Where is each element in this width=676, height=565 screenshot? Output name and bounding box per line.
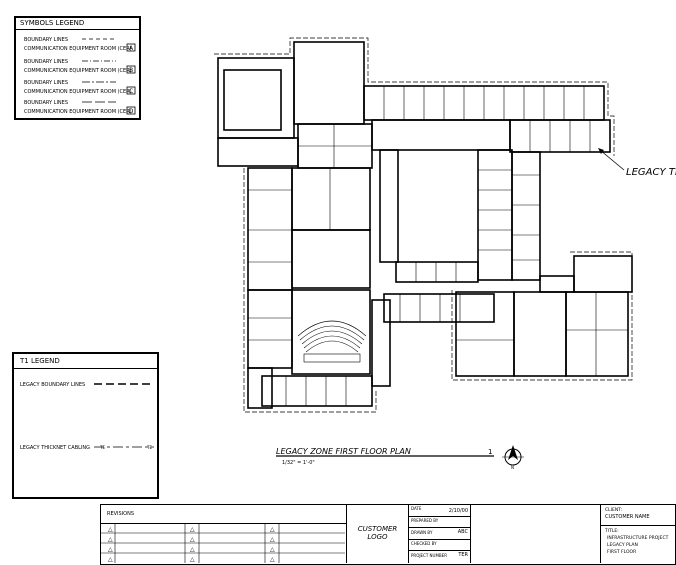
building-walls [217, 41, 633, 409]
cer-key-box [126, 43, 136, 52]
client-title-panel: CLIENT: CUSTOMER NAME TITLE: INFRASTRUCT… [601, 505, 676, 563]
title-line: INFRASTRUCTURE PROJECT [607, 536, 669, 541]
plan-title-block: LEGACY ZONE FIRST FLOOR PLAN 1 1/32" = 1… [276, 447, 494, 466]
cer-label: COMMUNICATION EQUIPMENT ROOM (CER) [24, 109, 132, 115]
customer-logo: CUSTOMER LOGO [347, 505, 409, 563]
svg-text:△: △ [190, 536, 195, 543]
svg-text:△: △ [190, 526, 195, 533]
cer-key-box [126, 86, 136, 95]
cer-key: C [129, 88, 133, 95]
cer-key: B [129, 67, 133, 74]
svg-text:△: △ [190, 546, 195, 553]
svg-text:△: △ [270, 556, 275, 563]
svg-text:△: △ [270, 526, 275, 533]
revisions-panel: REVISIONS △ △ △ △ △ △ △ △ △ △ △ △ [101, 505, 347, 563]
title-block: REVISIONS △ △ △ △ △ △ △ △ △ △ △ △ CUSTOMER LOG… [100, 504, 676, 565]
boundary-lines-label: BOUNDARY LINES [24, 100, 68, 106]
symbols-legend-body: BOUNDARY LINES COMMUNICATION EQUIPMENT R… [24, 37, 136, 115]
title-line: FIRST FLOOR [607, 550, 637, 555]
cer-key-box [126, 65, 136, 74]
boundary-lines-label: BOUNDARY LINES [24, 37, 68, 43]
plan-scale: 1/32" = 1'-0" [282, 460, 315, 466]
room-dividers [248, 86, 628, 406]
cer-key: D [129, 108, 134, 115]
revisions-label: REVISIONS [107, 511, 135, 517]
title-line: LEGACY PLAN [607, 543, 638, 548]
revision-table: △ △ △ △ △ △ △ △ △ △ △ △ [101, 523, 345, 563]
cer-label: COMMUNICATION EQUIPMENT ROOM (CER) [24, 89, 132, 95]
t1-legend-title: T1 LEGEND [20, 357, 60, 365]
svg-text:△: △ [270, 546, 275, 553]
cer-label: COMMUNICATION EQUIPMENT ROOM (CER) [24, 46, 132, 52]
cer-key-box [126, 106, 136, 115]
cer-label: COMMUNICATION EQUIPMENT ROOM (CER) [24, 68, 132, 74]
svg-text:△: △ [108, 526, 113, 533]
legacy-thicknet-label: LEGACY THICKNET CABLING [20, 445, 90, 451]
legacy-callout-text: LEGACY Th [626, 167, 676, 178]
plan-title: LEGACY ZONE FIRST FLOOR PLAN [276, 447, 411, 456]
project-info: DATE 2/10/00 PREPARED BY DRAWN BY ABC CH… [409, 505, 471, 563]
floor-plan: LEGACY Th LEGACY ZONE FIRST FLOOR PLAN 1… [214, 37, 676, 470]
svg-text:△: △ [108, 556, 113, 563]
boundary-lines-label: BOUNDARY LINES [24, 80, 68, 86]
svg-text:TE: TE [146, 445, 152, 450]
svg-text:N: N [511, 465, 514, 470]
revision-symbols: △ △ △ △ △ △ △ △ △ △ △ △ [108, 526, 275, 563]
svg-text:△: △ [108, 546, 113, 553]
legacy-callout: LEGACY Th [598, 148, 676, 178]
svg-text:△: △ [270, 536, 275, 543]
auditorium-seating [297, 320, 367, 363]
t1-legend: T1 LEGEND LEGACY BOUNDARY LINES LEGACY T… [12, 352, 159, 499]
plan-sheet-number: 1 [488, 448, 492, 456]
svg-text:TE: TE [99, 445, 105, 450]
t1-legend-body: LEGACY BOUNDARY LINES LEGACY THICKNET CA… [20, 382, 154, 451]
svg-text:△: △ [190, 556, 195, 563]
boundary-lines-label: BOUNDARY LINES [24, 59, 68, 65]
north-arrow-icon: N [502, 445, 524, 470]
symbols-legend: SYMBOLS LEGEND BOUNDARY LINES COMMUNICAT… [14, 16, 141, 120]
boundary-dashes [214, 37, 633, 413]
cer-key: A [129, 45, 134, 52]
svg-text:△: △ [108, 536, 113, 543]
symbols-legend-title: SYMBOLS LEGEND [20, 19, 85, 27]
legacy-boundary-label: LEGACY BOUNDARY LINES [20, 382, 85, 388]
client-name: CUSTOMER NAME [605, 514, 650, 520]
